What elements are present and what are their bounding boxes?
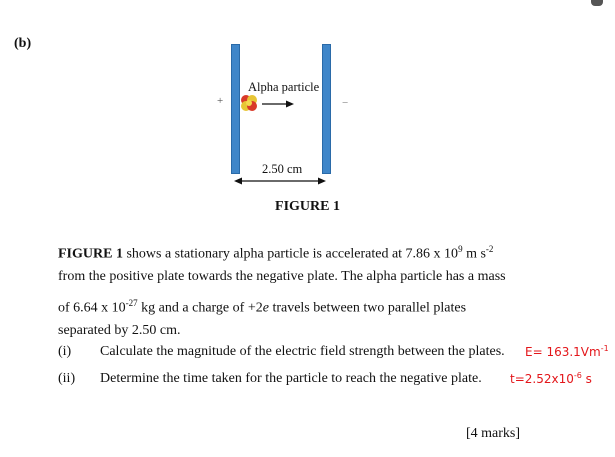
figure-graphics — [234, 95, 326, 185]
handwritten-answer: E= 163.1Vm-1 — [525, 344, 609, 359]
paragraph-line-2: from the positive plate towards the nega… — [58, 269, 506, 284]
negative-plate — [322, 44, 331, 174]
direction-arrow-icon — [262, 100, 294, 108]
positive-plate — [231, 44, 240, 174]
distance-arrow-icon — [234, 177, 326, 185]
part-label: (b) — [14, 36, 32, 51]
question-text: Calculate the magnitude of the electric … — [100, 344, 505, 359]
question-number: (ii) — [58, 371, 76, 386]
minus-sign: − — [342, 97, 349, 109]
alpha-particle-icon — [241, 95, 257, 111]
handwritten-answer: t=2.52x10-6 s — [510, 371, 592, 386]
plus-sign: + — [217, 95, 224, 107]
marks-label: [4 marks] — [465, 426, 520, 441]
question-number: (i) — [58, 344, 72, 359]
corner-mark — [591, 0, 603, 6]
question-text: Determine the time taken for the particl… — [100, 371, 482, 386]
figure-title: FIGURE 1 — [275, 199, 340, 214]
figure-reference: FIGURE 1 — [58, 246, 123, 262]
distance-label: 2.50 cm — [262, 162, 303, 176]
paragraph-line-4: separated by 2.50 cm. — [58, 323, 181, 338]
paragraph-line-3: of 6.64 x 10-27 kg and a charge of +2e t… — [58, 298, 467, 316]
alpha-particle-label: Alpha particle — [248, 80, 320, 94]
paragraph-line-1: FIGURE 1 shows a stationary alpha partic… — [58, 244, 494, 262]
